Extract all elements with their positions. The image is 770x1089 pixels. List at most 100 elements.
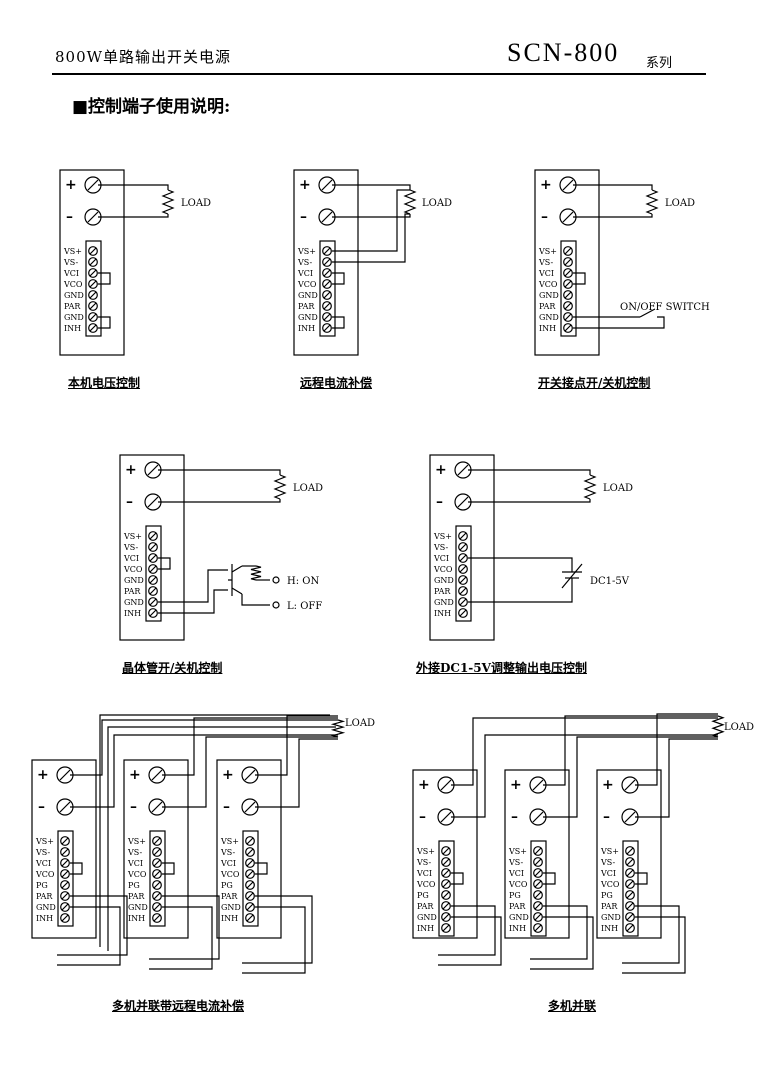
terminal-slash [440,779,452,791]
pin-screw [60,858,70,868]
pin-slash [61,837,69,845]
pin-screw [245,858,255,868]
wire-gnd-bus [530,916,594,970]
pin-label: VS- [416,858,432,867]
pin-screw [625,890,635,900]
wire-gnd-bus [242,906,306,974]
pin-label: VS+ [297,247,316,256]
wire-par-bus [149,895,220,960]
pin-label: GND [298,313,318,322]
pin-screw [563,290,573,300]
pin-slash [246,892,254,900]
jumper-wire [162,862,175,875]
pin-slash [246,914,254,922]
load-label: LOAD [422,198,452,209]
terminal-strip [57,830,74,927]
terminal-slash [624,779,636,791]
pin-label: VCI [127,859,143,868]
pin-label: INH [601,924,618,933]
pin-slash [153,881,161,889]
pin-screw [625,857,635,867]
wire-collector [158,569,228,603]
pin-slash [534,847,542,855]
pin-label: VS+ [538,247,557,256]
pin-label: PAR [434,587,451,596]
pin-slash [442,858,450,866]
pin-slash [564,247,572,255]
pin-screw [322,268,332,278]
minus-label: – [603,809,610,825]
load-resistor [403,189,417,215]
pin-label: VCO [220,870,240,879]
pin-label: VCO [600,880,620,889]
load-resistor [330,719,346,738]
plus-label: + [125,462,137,478]
pin-slash [323,247,331,255]
pin-screw [152,869,162,879]
pin-screw [245,847,255,857]
pin-label: GND [124,598,144,607]
jumper-wire [635,872,648,885]
terminal-slash [321,211,333,223]
minus-label: – [511,809,518,825]
terminal-strip [319,240,336,337]
jumper-wire [70,862,83,875]
caption-transistor-onoff: 晶体管开/关机控制 [122,661,223,675]
pin-slash [61,881,69,889]
pin-slash [149,587,157,595]
pin-label: GND [417,913,437,922]
terminal-slash [87,211,99,223]
pin-label: VS- [123,543,139,552]
pin-screw [88,312,98,322]
load-label: LOAD [181,198,211,209]
terminal-strip [85,240,102,337]
pin-label: VCI [35,859,51,868]
wire-gnd-bus [149,906,213,970]
wire-vci [468,557,573,572]
terminal-slash [624,811,636,823]
pin-screw [563,312,573,322]
pin-slash [442,891,450,899]
pin-slash [153,903,161,911]
jumper-wire [451,872,464,885]
pin-slash [246,903,254,911]
pin-screw [625,846,635,856]
pin-slash [564,324,572,332]
pin-slash [564,280,572,288]
pin-label: VS+ [220,837,239,846]
psu-box [119,454,185,641]
pin-slash [246,848,254,856]
terminal-strip [622,840,639,937]
pin-slash [246,859,254,867]
pin-screw [152,836,162,846]
wire-positive [573,184,653,190]
pin-slash [89,280,97,288]
pin-label: VS+ [416,847,435,856]
terminal-slash [147,464,159,476]
pin-label: VS+ [35,837,54,846]
pin-label: GND [64,291,84,300]
pin-screw [441,857,451,867]
load-label: LOAD [665,198,695,209]
terminal-slash [532,811,544,823]
pin-label: PG [417,891,429,900]
pin-slash [61,892,69,900]
caption-switch-onoff: 开关接点开/关机控制 [538,376,651,390]
pin-screw [88,268,98,278]
pin-screw [441,890,451,900]
pin-label: INH [36,914,53,923]
pin-label: PAR [601,902,618,911]
pin-label: VCO [508,880,528,889]
pin-screw [152,847,162,857]
wire-parallel-positive [162,717,338,776]
wire-parallel-negative [162,736,338,808]
pin-slash [149,554,157,562]
minus-label: – [126,494,133,510]
pin-screw [60,891,70,901]
pin-label: GND [434,598,454,607]
psu-box [596,769,662,939]
pin-slash [564,269,572,277]
pin-label: PAR [509,902,526,911]
jumper-wire [158,557,171,570]
wire-positive [468,469,591,475]
